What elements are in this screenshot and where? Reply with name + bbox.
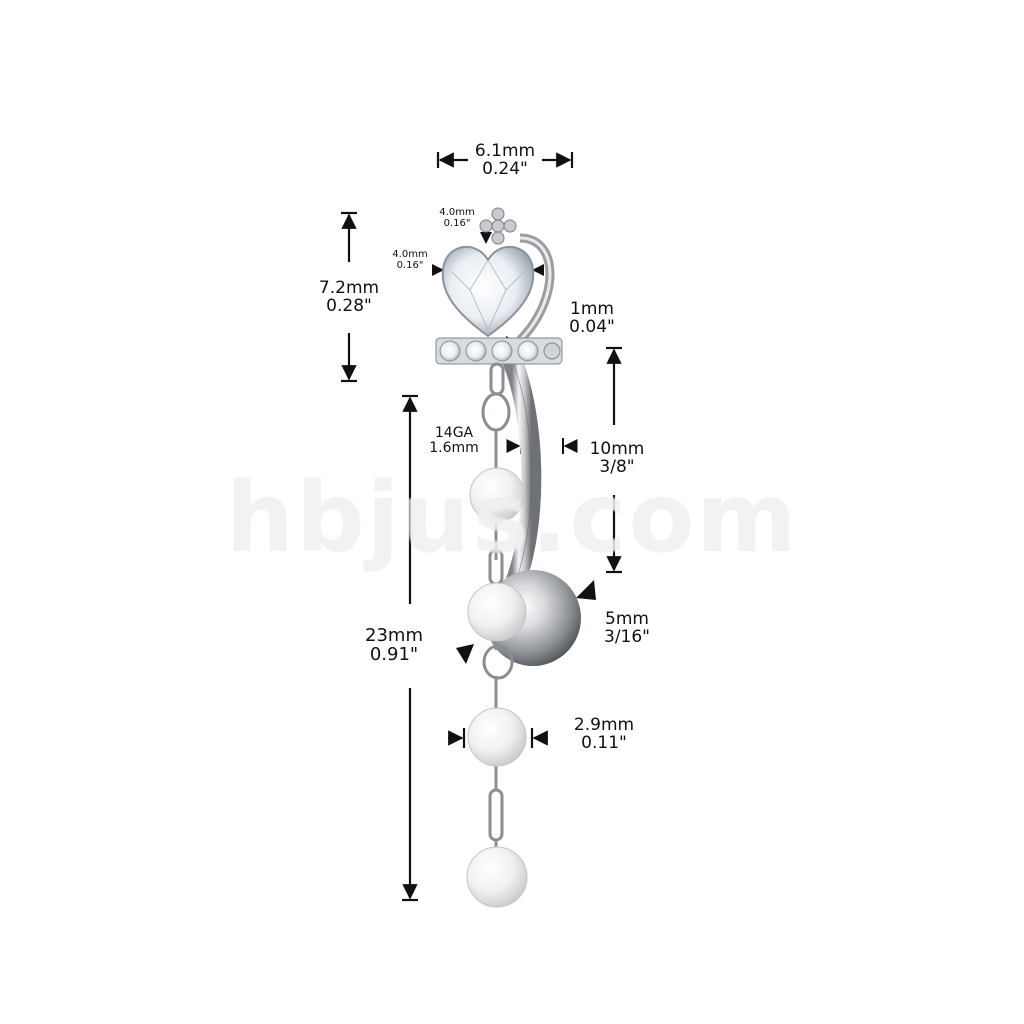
top-height-label: 7.2mm 0.28"	[318, 278, 380, 317]
pearl	[469, 467, 525, 523]
gauge-marker	[506, 438, 578, 454]
pearl-width-arrow	[448, 728, 548, 748]
ball-size-marker	[456, 580, 596, 664]
ball-size-label: 5mm 3/16"	[604, 609, 650, 648]
total-length-arrow	[402, 394, 418, 902]
watermark: hbjus.com	[225, 462, 799, 574]
gauge-label: 14GA 1.6mm	[429, 425, 479, 457]
gem-band	[435, 337, 563, 365]
pearl	[467, 582, 527, 642]
heart-gem	[441, 245, 535, 338]
bar-length-arrow	[606, 346, 622, 574]
bar-offset-label: 1mm 0.04"	[569, 299, 615, 338]
curved-barbell	[502, 350, 542, 590]
total-length-label: 23mm 0.91"	[365, 625, 423, 666]
pearl-size-label: 2.9mm 0.11"	[573, 715, 635, 754]
dangle-chain	[481, 362, 514, 852]
pearl	[466, 846, 528, 908]
top-width-label: 6.1mm 0.24"	[474, 141, 536, 180]
stone-width-label: 4.0mm 0.16"	[439, 207, 475, 229]
top-height-arrow	[341, 211, 357, 383]
width-dimension-arrow	[436, 152, 574, 168]
stone-height-label: 4.0mm 0.16"	[392, 249, 428, 271]
pearl	[467, 707, 527, 767]
crown-top	[479, 207, 555, 344]
bar-length-label: 10mm 3/8"	[589, 439, 645, 478]
